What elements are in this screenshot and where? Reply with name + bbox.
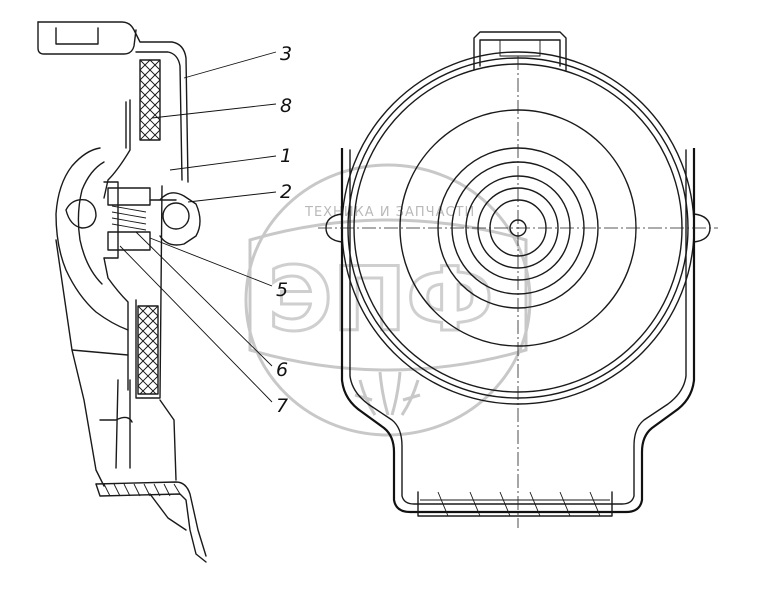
callout-3: 3 <box>280 43 292 65</box>
callouts: 3 8 1 2 5 6 7 <box>276 43 292 417</box>
arm-cross <box>99 416 133 423</box>
leader-3 <box>183 51 277 79</box>
housing-outer-shell <box>37 21 189 183</box>
housing-lower-wall <box>135 185 163 399</box>
callout-5: 5 <box>276 279 288 301</box>
callout-6: 6 <box>276 359 288 381</box>
foot-plate-upper <box>95 481 207 557</box>
housing-inner-shell <box>135 51 183 181</box>
foot-plate-lower <box>95 483 207 563</box>
watermark-top-text: ТЕХНИКА И ЗАПЧАСТИ <box>304 205 475 220</box>
hook-outer <box>55 147 129 331</box>
top-bracket <box>37 21 137 55</box>
arm-brace <box>159 399 177 481</box>
mounting-hole <box>162 202 190 230</box>
leader-2 <box>187 191 277 203</box>
lamp-socket <box>103 181 119 259</box>
leader-6 <box>135 231 273 367</box>
callout-8: 8 <box>280 95 292 117</box>
leader-5 <box>149 237 273 287</box>
reflector-lower-profile <box>103 257 129 391</box>
spring-coil <box>111 205 147 231</box>
leader-1 <box>169 155 277 171</box>
leader-7 <box>119 245 273 403</box>
base-block <box>417 491 613 517</box>
watermark: ЭПФ ТЕХНИКА И ЗАПЧАСТИ <box>244 163 532 437</box>
gasket-lower-hatch <box>137 305 159 395</box>
watermark-wheat-icon <box>354 371 421 416</box>
bracket-slot <box>55 27 99 45</box>
callout-7: 7 <box>276 395 288 417</box>
stirrup-outer <box>340 148 696 514</box>
top-clip-outer <box>473 31 567 71</box>
front-view <box>318 31 718 528</box>
arm-stem <box>115 379 131 469</box>
gasket-upper-hatch <box>139 59 161 141</box>
watermark-letters: ЭПФ <box>268 248 494 351</box>
callout-2: 2 <box>280 181 292 203</box>
reflector-upper-profile <box>103 99 131 199</box>
arm-outer-edge <box>55 239 105 487</box>
lamp-base-upper <box>107 187 151 206</box>
hook-eye <box>65 199 97 229</box>
foot-plate-rib <box>149 493 187 531</box>
callout-1: 1 <box>280 145 292 167</box>
mounting-lug <box>159 192 201 246</box>
arm-joint-line <box>71 349 129 356</box>
foot-plate-hatch <box>103 483 181 497</box>
top-clip-notch <box>499 40 541 57</box>
leader-lines <box>119 51 277 403</box>
top-clip-inner <box>479 39 561 67</box>
leader-8 <box>151 103 277 119</box>
lamp-base-lower <box>107 231 151 251</box>
base-block-ribs <box>437 491 601 517</box>
hook-inner <box>77 161 105 285</box>
gasket-lower <box>137 305 159 395</box>
section-view <box>37 21 207 563</box>
